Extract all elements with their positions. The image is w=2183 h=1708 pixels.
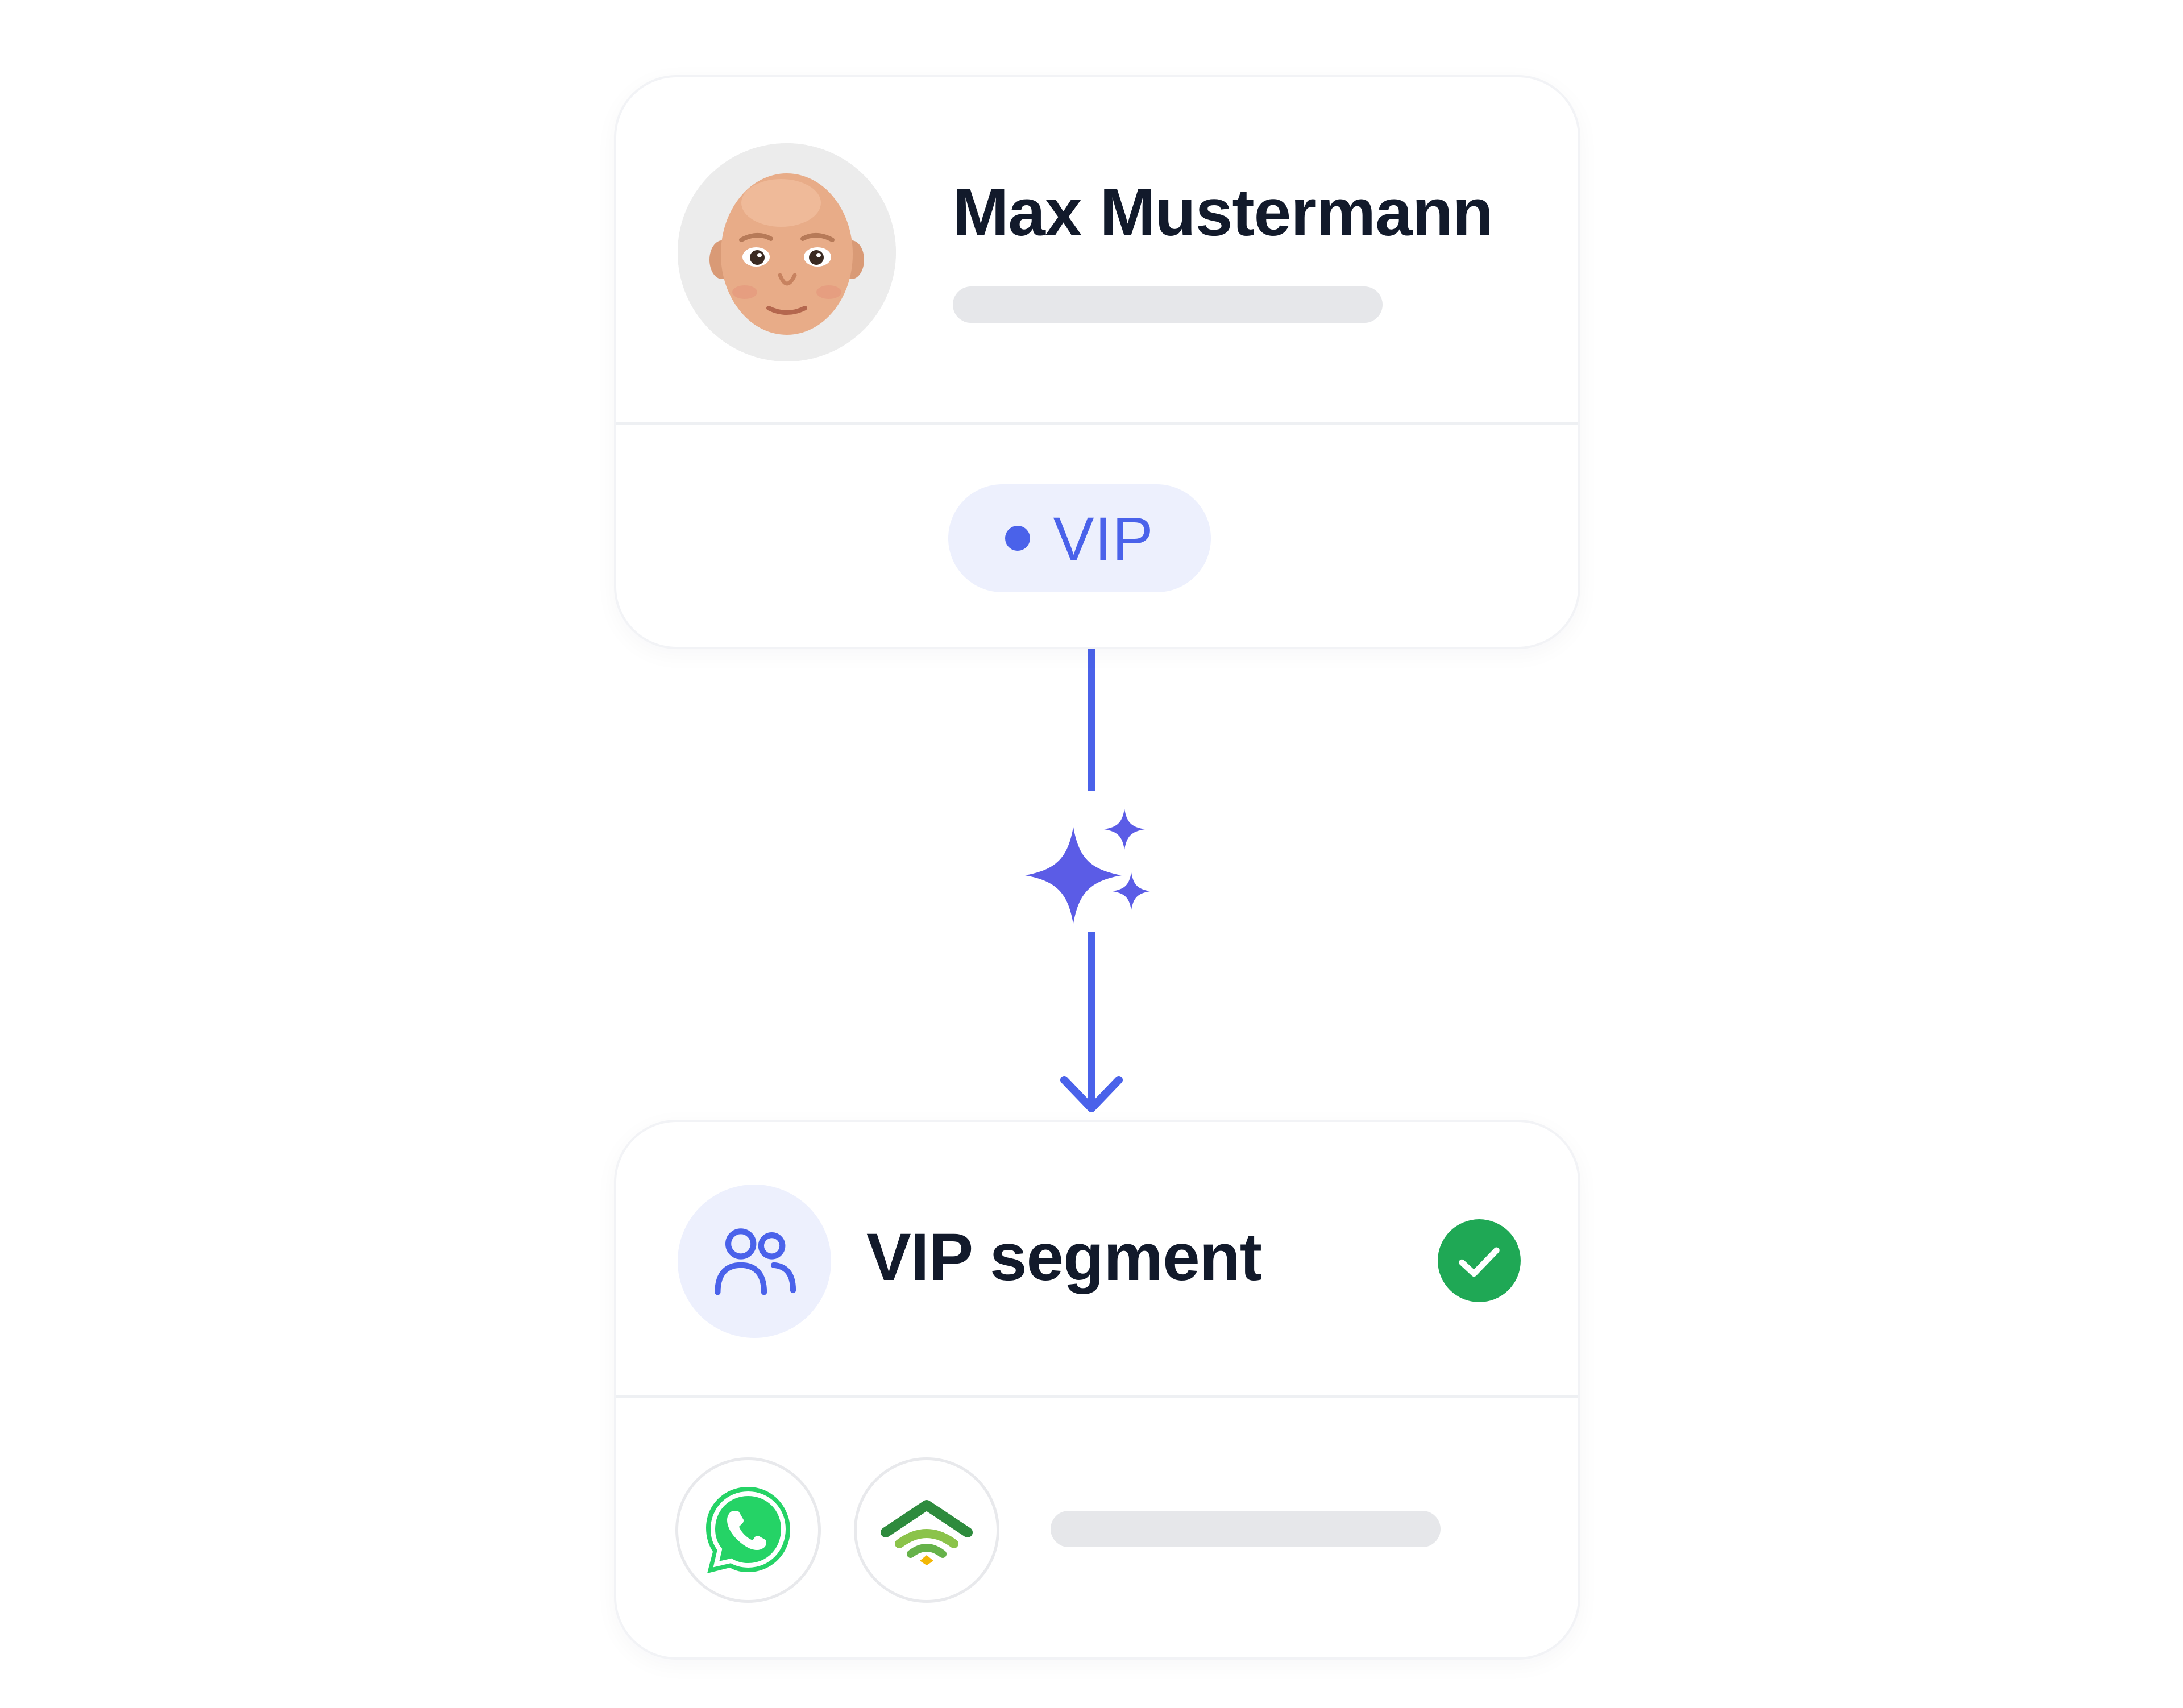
segment-card[interactable]: VIP segment [614, 1120, 1580, 1660]
channel-signal[interactable] [854, 1457, 999, 1603]
vip-tag-label: VIP [1053, 504, 1154, 573]
profile-subtitle-placeholder [953, 286, 1383, 323]
segment-card-divider [616, 1395, 1578, 1398]
check-circle-icon [1436, 1217, 1522, 1304]
sparkles-icon [1025, 809, 1150, 924]
profile-name: Max Mustermann [953, 175, 1493, 250]
profile-card: Max Mustermann [614, 75, 1580, 649]
users-icon [678, 1185, 831, 1338]
arrow-down-icon [1060, 1076, 1123, 1112]
channel-whatsapp[interactable] [675, 1457, 821, 1603]
segment-channels-placeholder [1051, 1511, 1441, 1547]
memoji-avatar-icon [678, 143, 896, 361]
vip-tag[interactable]: VIP [948, 484, 1211, 592]
whatsapp-icon [706, 1487, 790, 1573]
signal-arch-icon [881, 1500, 973, 1565]
segment-title: VIP segment [866, 1220, 1262, 1295]
profile-card-divider [616, 422, 1578, 425]
tag-dot-icon [1005, 526, 1031, 551]
